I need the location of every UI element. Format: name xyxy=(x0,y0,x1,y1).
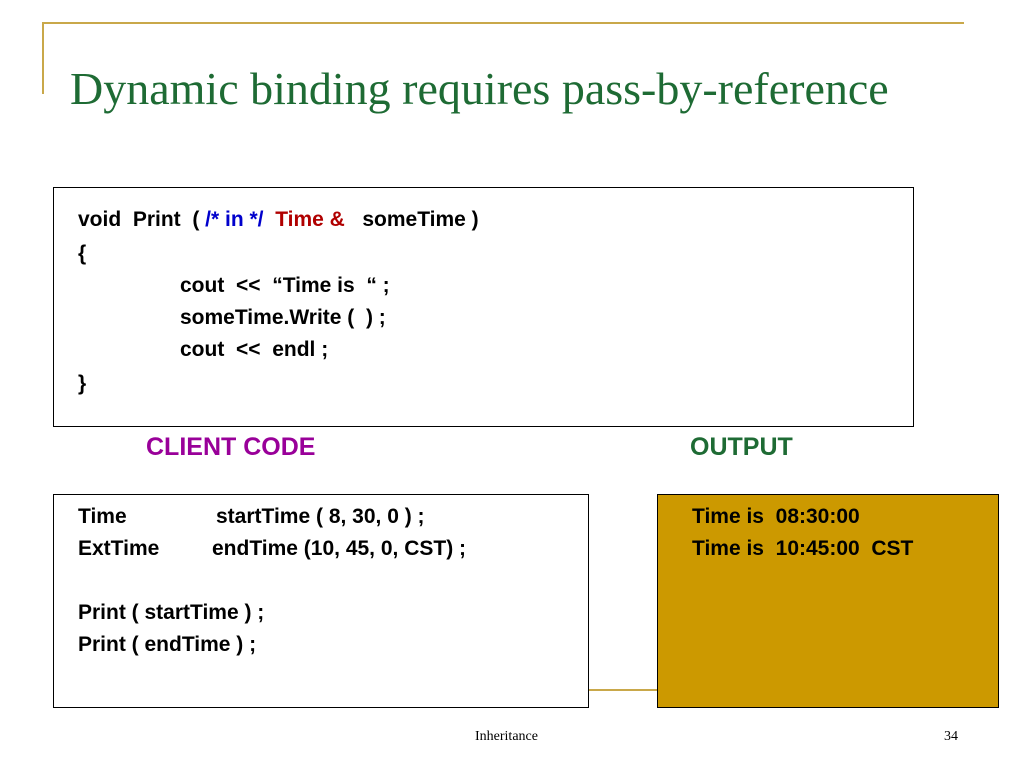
top-accent-line xyxy=(42,22,964,24)
slide-title: Dynamic binding requires pass-by-referen… xyxy=(70,63,889,114)
function-line-cout: cout << “Time is “ ; xyxy=(180,274,390,297)
param-type: Time & xyxy=(275,208,345,231)
param-name: someTime ) xyxy=(344,208,479,231)
output-label: OUTPUT xyxy=(690,433,793,461)
function-line-endl: cout << endl ; xyxy=(180,338,329,361)
in-comment: /* in */ xyxy=(205,208,264,231)
function-code-box: void Print ( /* in */ Time & someTime ) … xyxy=(53,187,914,427)
footer-text: Inheritance xyxy=(475,729,538,744)
client-line-print-end: Print ( endTime ) ; xyxy=(78,633,257,656)
function-close-brace: } xyxy=(78,372,87,395)
client-code-label: CLIENT CODE xyxy=(146,433,316,461)
function-line-write: someTime.Write ( ) ; xyxy=(180,306,386,329)
client-line-print-start: Print ( startTime ) ; xyxy=(78,601,265,624)
left-accent-line xyxy=(42,22,44,94)
connector-accent-line xyxy=(588,689,658,691)
spacer xyxy=(264,208,276,231)
function-signature: void Print ( xyxy=(78,208,206,231)
client-line-1-decl: startTime ( 8, 30, 0 ) ; xyxy=(216,505,425,528)
client-code-box: Time startTime ( 8, 30, 0 ) ; ExtTime en… xyxy=(53,494,589,708)
output-line-1: Time is 08:30:00 xyxy=(692,505,860,528)
client-line-1-type: Time xyxy=(78,505,127,528)
page-number: 34 xyxy=(944,729,958,744)
function-open-brace: { xyxy=(78,242,87,265)
client-line-2-decl: endTime (10, 45, 0, CST) ; xyxy=(212,537,467,560)
output-line-2: Time is 10:45:00 CST xyxy=(692,537,914,560)
client-line-2-type: ExtTime xyxy=(78,537,160,560)
function-line-1: void Print ( /* in */ Time & someTime ) xyxy=(78,204,479,236)
output-box: Time is 08:30:00 Time is 10:45:00 CST xyxy=(657,494,999,708)
